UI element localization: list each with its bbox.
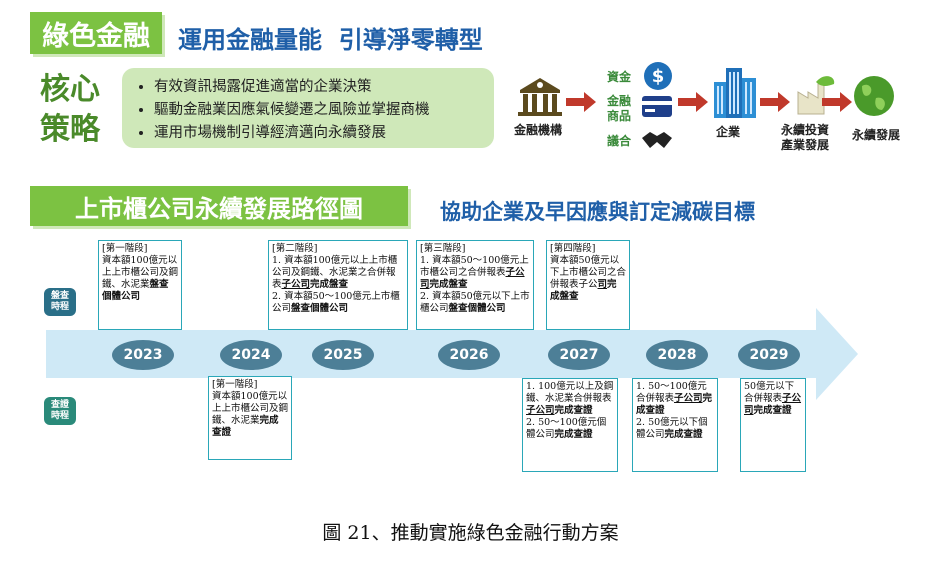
stage-bold: 盤查個體公司 [291, 303, 349, 314]
finance-flow-diagram: $ [518, 62, 894, 148]
funds-label: 資金 [606, 70, 631, 84]
stage-head: [第一階段] [102, 243, 148, 254]
stage-text: 50億元以下合併報表 [744, 381, 795, 404]
year-2028: 2028 [646, 340, 708, 370]
stage-underline: 子公司 [744, 393, 802, 416]
stage-text: 資本額50億元以下上市櫃公司之合併報表子公 [550, 255, 627, 290]
year-2023: 2023 [112, 340, 174, 370]
stage-bold: 完成盤查 [310, 279, 349, 290]
dollar-icon: $ [644, 62, 672, 90]
green-finance-title: 綠色金融 [30, 12, 162, 54]
credit-card-icon [642, 96, 672, 117]
stage-text: 1. 資本額50～100億元上市櫃公司之合併報表 [420, 255, 529, 278]
company-building-icon [714, 68, 756, 118]
stage-text: 資本額100億元以上上市櫃公司及鋼鐵、水泥業 [212, 391, 289, 426]
core-strategy-bullets: 有效資訊揭露促進適當的企業決策 驅動金融業因應氣候變遷之風險並掌握商機 運用市場… [122, 68, 494, 148]
sustain-invest-label: 永續投資 產業發展 [774, 123, 836, 153]
verification-2029-box: 50億元以下合併報表子公司完成查證 [740, 378, 806, 472]
products-line1: 金融 [606, 94, 631, 108]
sustain-invest-line2: 產業發展 [780, 138, 829, 152]
verification-label-line1: 查證 [50, 400, 69, 410]
inventory-stage-3-box: [第三階段] 1. 資本額50～100億元上市櫃公司之合併報表子公司完成盤查 2… [416, 240, 534, 330]
bullet-item: 運用市場機制引導經濟邁向永續發展 [154, 122, 494, 145]
roadmap-title: 上市櫃公司永續發展路徑圖 [30, 186, 408, 226]
stage-bold: 盤查個體公司 [102, 279, 169, 302]
stage-text: 1. 100億元以上及鋼鐵、水泥業合併報表 [526, 381, 614, 404]
flow-arrow [822, 92, 852, 112]
stage-bold: 完成查證 [554, 405, 593, 416]
stage-text: 2. 50億元以下個體公司 [636, 417, 708, 440]
sustain-dev-label: 永續發展 [851, 128, 900, 142]
stage-underline: 司 [597, 279, 608, 290]
stage-text: 2. 50～100億元個體公司 [526, 417, 607, 440]
engagement-label: 議合 [606, 134, 631, 148]
bank-label: 金融機構 [513, 123, 562, 137]
flow-arrow [566, 92, 596, 112]
roadmap-subtitle: 協助企業及早因應與訂定減碳目標 [440, 200, 755, 224]
sustain-invest-line1: 永續投資 [780, 123, 829, 137]
globe-icon [854, 76, 894, 116]
bullet-item: 驅動金融業因應氣候變遷之風險並掌握商機 [154, 99, 494, 122]
year-2026: 2026 [438, 340, 500, 370]
inventory-label-line2: 時程 [50, 302, 69, 312]
stage-head: [第三階段] [420, 243, 466, 254]
verification-schedule-label: 查證 時程 [44, 397, 76, 425]
stage-text: 資本額100億元以上上市櫃公司及鋼鐵、水泥業 [102, 255, 179, 290]
stage-underline: 子公司 [674, 393, 703, 404]
stage-text: 2. 資本額50億元以下上市櫃公司 [420, 291, 530, 314]
bank-icon [518, 78, 562, 116]
stage-bold: 完成盤查 [550, 279, 617, 302]
factory-leaf-icon [797, 76, 835, 115]
inventory-stage-2-box: [第二階段] 1. 資本額100億元以上上市櫃公司及鋼鐵、水泥業之合併報表子公司… [268, 240, 408, 330]
verification-2024-box: [第一階段] 資本額100億元以上上市櫃公司及鋼鐵、水泥業完成查證 [208, 376, 292, 460]
verification-2027-box: 1. 100億元以上及鋼鐵、水泥業合併報表子公司完成查證 2. 50～100億元… [522, 378, 618, 472]
figure-caption: 圖 21、推動實施綠色金融行動方案 [322, 522, 619, 544]
stage-text: 2. 資本額50～100億元上市櫃公司 [272, 291, 400, 314]
year-2025: 2025 [312, 340, 374, 370]
inventory-stage-1-box: [第一階段] 資本額100億元以上上市櫃公司及鋼鐵、水泥業盤查個體公司 [98, 240, 182, 330]
stage-bold: 完成查證 [554, 429, 593, 440]
year-2029: 2029 [738, 340, 800, 370]
products-label: 金融 商品 [604, 94, 634, 124]
inventory-schedule-label: 盤查 時程 [44, 288, 76, 316]
stage-underline: 子公司 [281, 279, 311, 290]
stage-bold: 完成查證 [753, 405, 792, 416]
stage-text: 1. 資本額100億元以上上市櫃公司及鋼鐵、水泥業之合併報表 [272, 255, 398, 290]
verification-2028-box: 1. 50～100億元合併報表子公司完成查證 2. 50億元以下個體公司完成查證 [632, 378, 718, 472]
stage-head: [第四階段] [550, 243, 596, 254]
year-2027: 2027 [548, 340, 610, 370]
stage-bold: 完成盤查 [429, 279, 468, 290]
company-label: 企業 [715, 125, 740, 139]
green-finance-subtitle: 運用金融量能 引導淨零轉型 [178, 26, 483, 54]
inventory-stage-4-box: [第四階段] 資本額50億元以下上市櫃公司之合併報表子公司完成盤查 [546, 240, 630, 330]
stage-bold: 完成查證 [636, 393, 713, 416]
core-label-line1: 核心 [40, 72, 100, 107]
bullet-item: 有效資訊揭露促進適當的企業決策 [154, 76, 494, 99]
stage-bold: 完成查證 [664, 429, 703, 440]
svg-text:$: $ [652, 66, 665, 87]
stage-head: [第一階段] [212, 379, 258, 390]
stage-underline: 子公司 [420, 267, 525, 290]
stage-head: [第二階段] [272, 243, 318, 254]
stage-underline: 子公司 [526, 405, 555, 416]
stage-bold: 完成查證 [212, 415, 279, 438]
year-2024: 2024 [220, 340, 282, 370]
flow-arrow [678, 92, 708, 112]
core-label-line2: 策略 [40, 112, 100, 147]
verification-label-line2: 時程 [50, 411, 69, 421]
stage-text: 1. 50～100億元合併報表 [636, 381, 707, 404]
flow-arrow [760, 92, 790, 112]
handshake-icon [642, 132, 672, 148]
stage-bold: 盤查個體公司 [448, 303, 506, 314]
products-line2: 商品 [606, 109, 631, 123]
core-strategy-label: 核心 策略 [40, 70, 100, 150]
inventory-label-line1: 盤查 [50, 291, 69, 301]
